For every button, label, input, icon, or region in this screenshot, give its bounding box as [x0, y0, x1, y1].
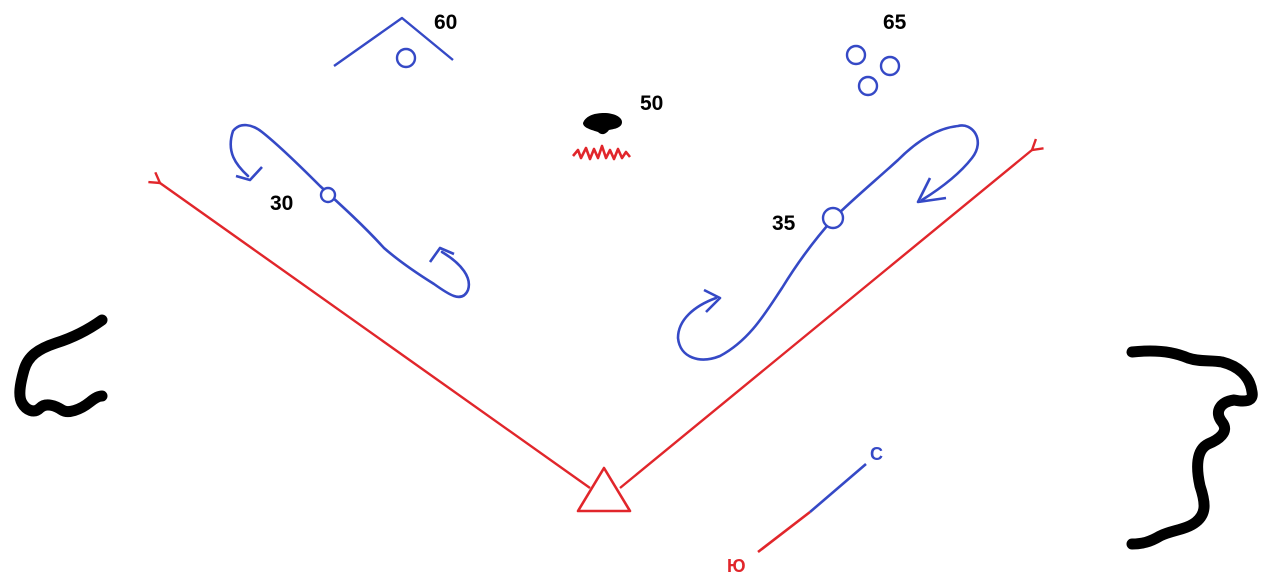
stones-group — [845, 44, 901, 97]
cast-ray-left — [160, 183, 591, 489]
right-route — [676, 124, 979, 361]
arrow-head-icon — [428, 246, 455, 263]
arrow-head-icon — [235, 166, 263, 182]
shoreline-right — [1126, 345, 1258, 550]
grass-icon — [572, 144, 632, 161]
compass-north-label: С — [870, 444, 883, 464]
shoreline-left — [14, 314, 108, 418]
compass-north-line — [809, 463, 867, 513]
point-circle-icon — [319, 186, 337, 204]
stone-circle-icon — [857, 75, 879, 97]
arrow-head-icon — [916, 177, 947, 204]
left-route — [229, 123, 471, 299]
observer-triangle-icon — [576, 466, 632, 513]
depth-label-50: 50 — [640, 92, 663, 115]
route-line — [229, 123, 471, 299]
underwater-ridge — [333, 16, 454, 69]
compass-south-line — [757, 510, 811, 554]
cast-ray-right — [619, 150, 1032, 489]
depth-label-35: 35 — [772, 212, 796, 235]
center-snag — [572, 113, 632, 161]
compass: С Ю — [727, 444, 883, 576]
depth-label-30: 30 — [270, 192, 293, 215]
depth-label-65: 65 — [883, 11, 907, 34]
compass-south-label: Ю — [727, 556, 746, 576]
stone-circle-icon — [395, 47, 417, 69]
arrow-head-icon — [703, 288, 722, 313]
point-circle-icon — [821, 206, 845, 230]
depth-label-60: 60 — [434, 11, 457, 34]
stone-circle-icon — [845, 44, 867, 66]
stone-circle-icon — [879, 55, 901, 77]
route-line — [676, 124, 979, 361]
ridge-line-icon — [333, 16, 454, 67]
snag-icon — [583, 113, 622, 135]
